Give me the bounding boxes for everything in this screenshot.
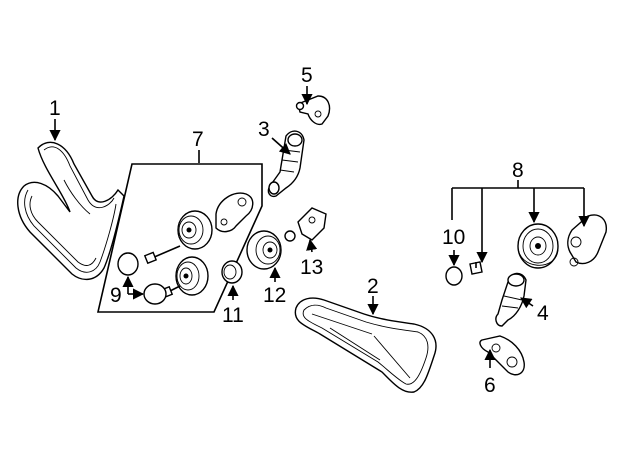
callout-5: 5 (301, 64, 313, 87)
washer-part-10[interactable] (445, 266, 463, 286)
leader-lines (49, 86, 590, 368)
callout-9: 9 (110, 284, 122, 307)
callout-11: 11 (222, 304, 244, 327)
callout-6: 6 (484, 374, 496, 397)
belt-part-1[interactable] (17, 141, 125, 281)
callout-13: 13 (300, 256, 323, 279)
idler-pulley-part-12[interactable] (246, 230, 282, 270)
callout-7: 7 (192, 128, 204, 151)
callout-3: 3 (258, 118, 270, 141)
bracket-part-6[interactable] (479, 335, 525, 376)
callout-4: 4 (537, 302, 549, 325)
callout-labels: 1 2 3 4 5 6 7 8 9 10 11 12 13 (49, 64, 549, 397)
idler-pulley-upper[interactable] (177, 210, 213, 250)
callout-8: 8 (512, 159, 524, 182)
pulley-part-8[interactable] (517, 223, 559, 269)
tensioner-part-4[interactable] (495, 272, 527, 327)
tensioner-arm-bracket[interactable] (215, 192, 254, 233)
callout-2: 2 (367, 275, 379, 298)
dust-cap-part-11[interactable] (221, 260, 243, 284)
bracket-part-13[interactable] (284, 207, 327, 242)
bracket-part-5[interactable] (295, 95, 331, 126)
dust-cap-part-9[interactable] (117, 252, 167, 305)
callout-10: 10 (442, 226, 465, 249)
callout-12: 12 (263, 284, 286, 307)
idler-pulley-lower[interactable] (175, 256, 209, 296)
tensioner-bracket-part-8[interactable] (567, 214, 607, 267)
bolt-long[interactable] (143, 245, 181, 265)
bolt-part-8[interactable] (469, 261, 483, 275)
callout-1: 1 (49, 97, 61, 120)
belt-part-2[interactable] (294, 297, 437, 393)
idler-kit-outline (96, 163, 263, 313)
tensioner-part-3[interactable] (267, 130, 305, 198)
